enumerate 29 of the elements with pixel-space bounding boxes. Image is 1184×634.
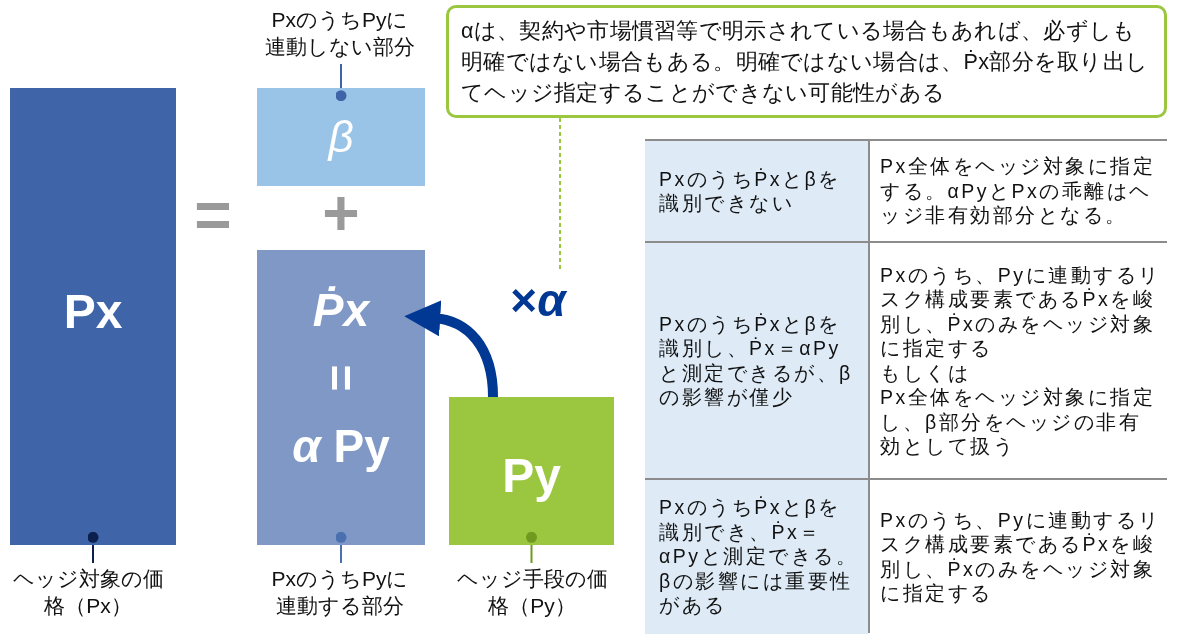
callout-text: αは、契約や市場慣習等で明示されている場合もあれば、必ずしも明確ではない場合もある。明確ではない場合は、Ṗx部分を取り出してヘッジ指定することができない可能性がある [461, 18, 1150, 107]
callout-box [446, 5, 1167, 118]
arrow [404, 301, 498, 398]
multiplier-text: ×α [488, 272, 588, 328]
caption-text: ヘッジ対象の価格（Px） [10, 565, 166, 621]
leader-line [335, 63, 347, 102]
cell-text: Pxのうち、Pyに連動するリスク構成要素であるṖxを峻別し、Ṗxのみをヘッジ対象に指定する [880, 262, 1161, 361]
table-cell: PxのうちṖxとβを識別でき、Ṗx＝αPyと測定できる。βの影響には重要性がある [645, 479, 868, 634]
equals-sign: = [193, 190, 233, 240]
caption-text: ヘッジ手段の価格（Py） [452, 565, 612, 621]
formula-text: Ṗx [312, 286, 370, 333]
equals-sign: = [318, 364, 364, 391]
component-bar [257, 88, 425, 186]
formula-text: β [328, 115, 354, 159]
caption-text: PxのうちPyに連動しない部分 [262, 6, 418, 62]
plus-sign: + [321, 188, 361, 238]
price-bar [449, 397, 614, 545]
formula-text: Px [63, 287, 123, 336]
leader-line [335, 531, 347, 564]
cell-text: もしくは [880, 360, 970, 385]
cell-text: Px全体をヘッジ対象に指定し、β部分をヘッジの非有効として扱う [880, 385, 1157, 459]
leader-line [526, 531, 537, 564]
formula-text: Py [502, 452, 561, 500]
caption-text: PxのうちPyに連動する部分 [262, 565, 418, 621]
table-cell: PxのうちṖxとβを識別し、Ṗx＝αPyと測定できるが、βの影響が僅少 [645, 242, 868, 479]
component-bar [257, 250, 425, 545]
table-cell: PxのうちṖxとβを識別できない [645, 140, 868, 242]
leader-line [87, 531, 99, 564]
price-bar [10, 88, 176, 545]
